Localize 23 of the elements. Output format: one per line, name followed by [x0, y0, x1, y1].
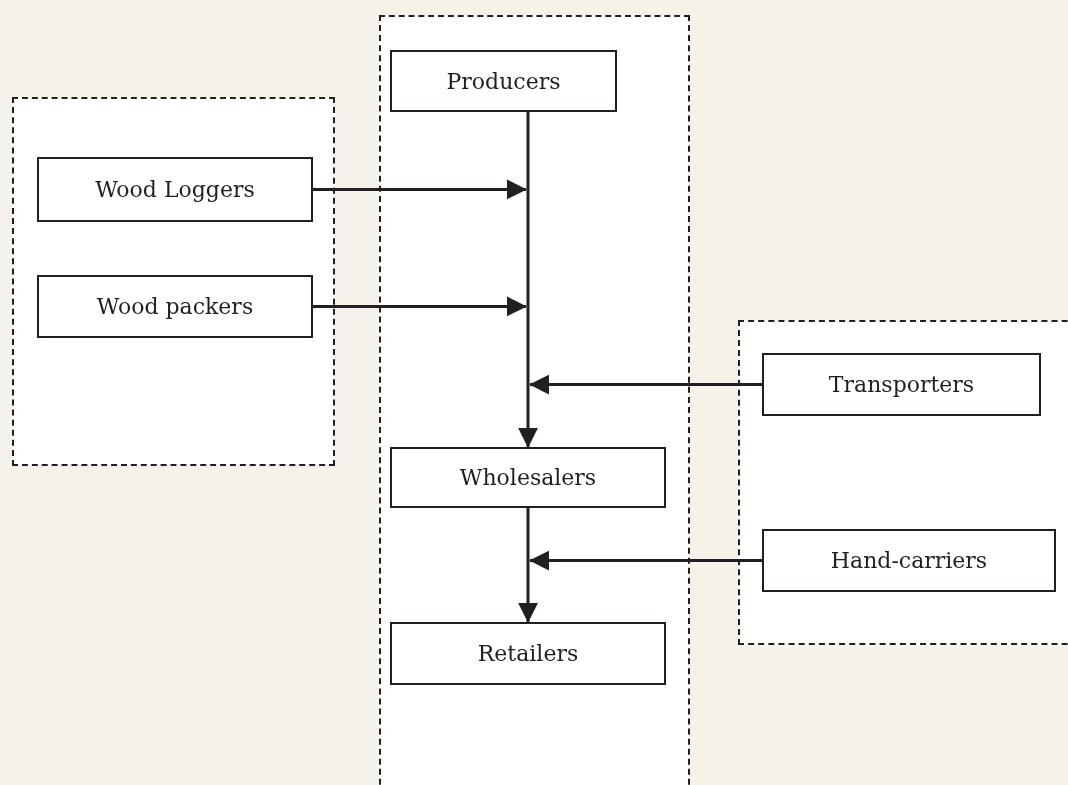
- process-box: [762, 529, 1056, 592]
- box-label: Wholesalers: [459, 465, 597, 490]
- box-label: Hand-carriers: [830, 548, 988, 573]
- box-label: Producers: [446, 68, 561, 94]
- arrow: [313, 179, 527, 200]
- dashed-group-box: [379, 15, 690, 785]
- dashed-group-box: [12, 97, 335, 466]
- box-label: Wood packers: [96, 294, 254, 319]
- arrow: [529, 550, 762, 571]
- process-box: [37, 157, 313, 222]
- process-box: [37, 275, 313, 338]
- box-label: Wood Loggers: [95, 177, 255, 202]
- arrow: [529, 374, 762, 395]
- box-label: Retailers: [477, 641, 579, 666]
- arrow: [518, 112, 538, 448]
- box-label: Transporters: [828, 372, 975, 397]
- dashed-group-box: [738, 320, 1068, 645]
- process-box: [762, 353, 1041, 416]
- process-box: [390, 622, 666, 685]
- process-box: [390, 50, 617, 112]
- arrow: [313, 296, 527, 317]
- process-box: [390, 447, 666, 508]
- arrow: [518, 508, 538, 623]
